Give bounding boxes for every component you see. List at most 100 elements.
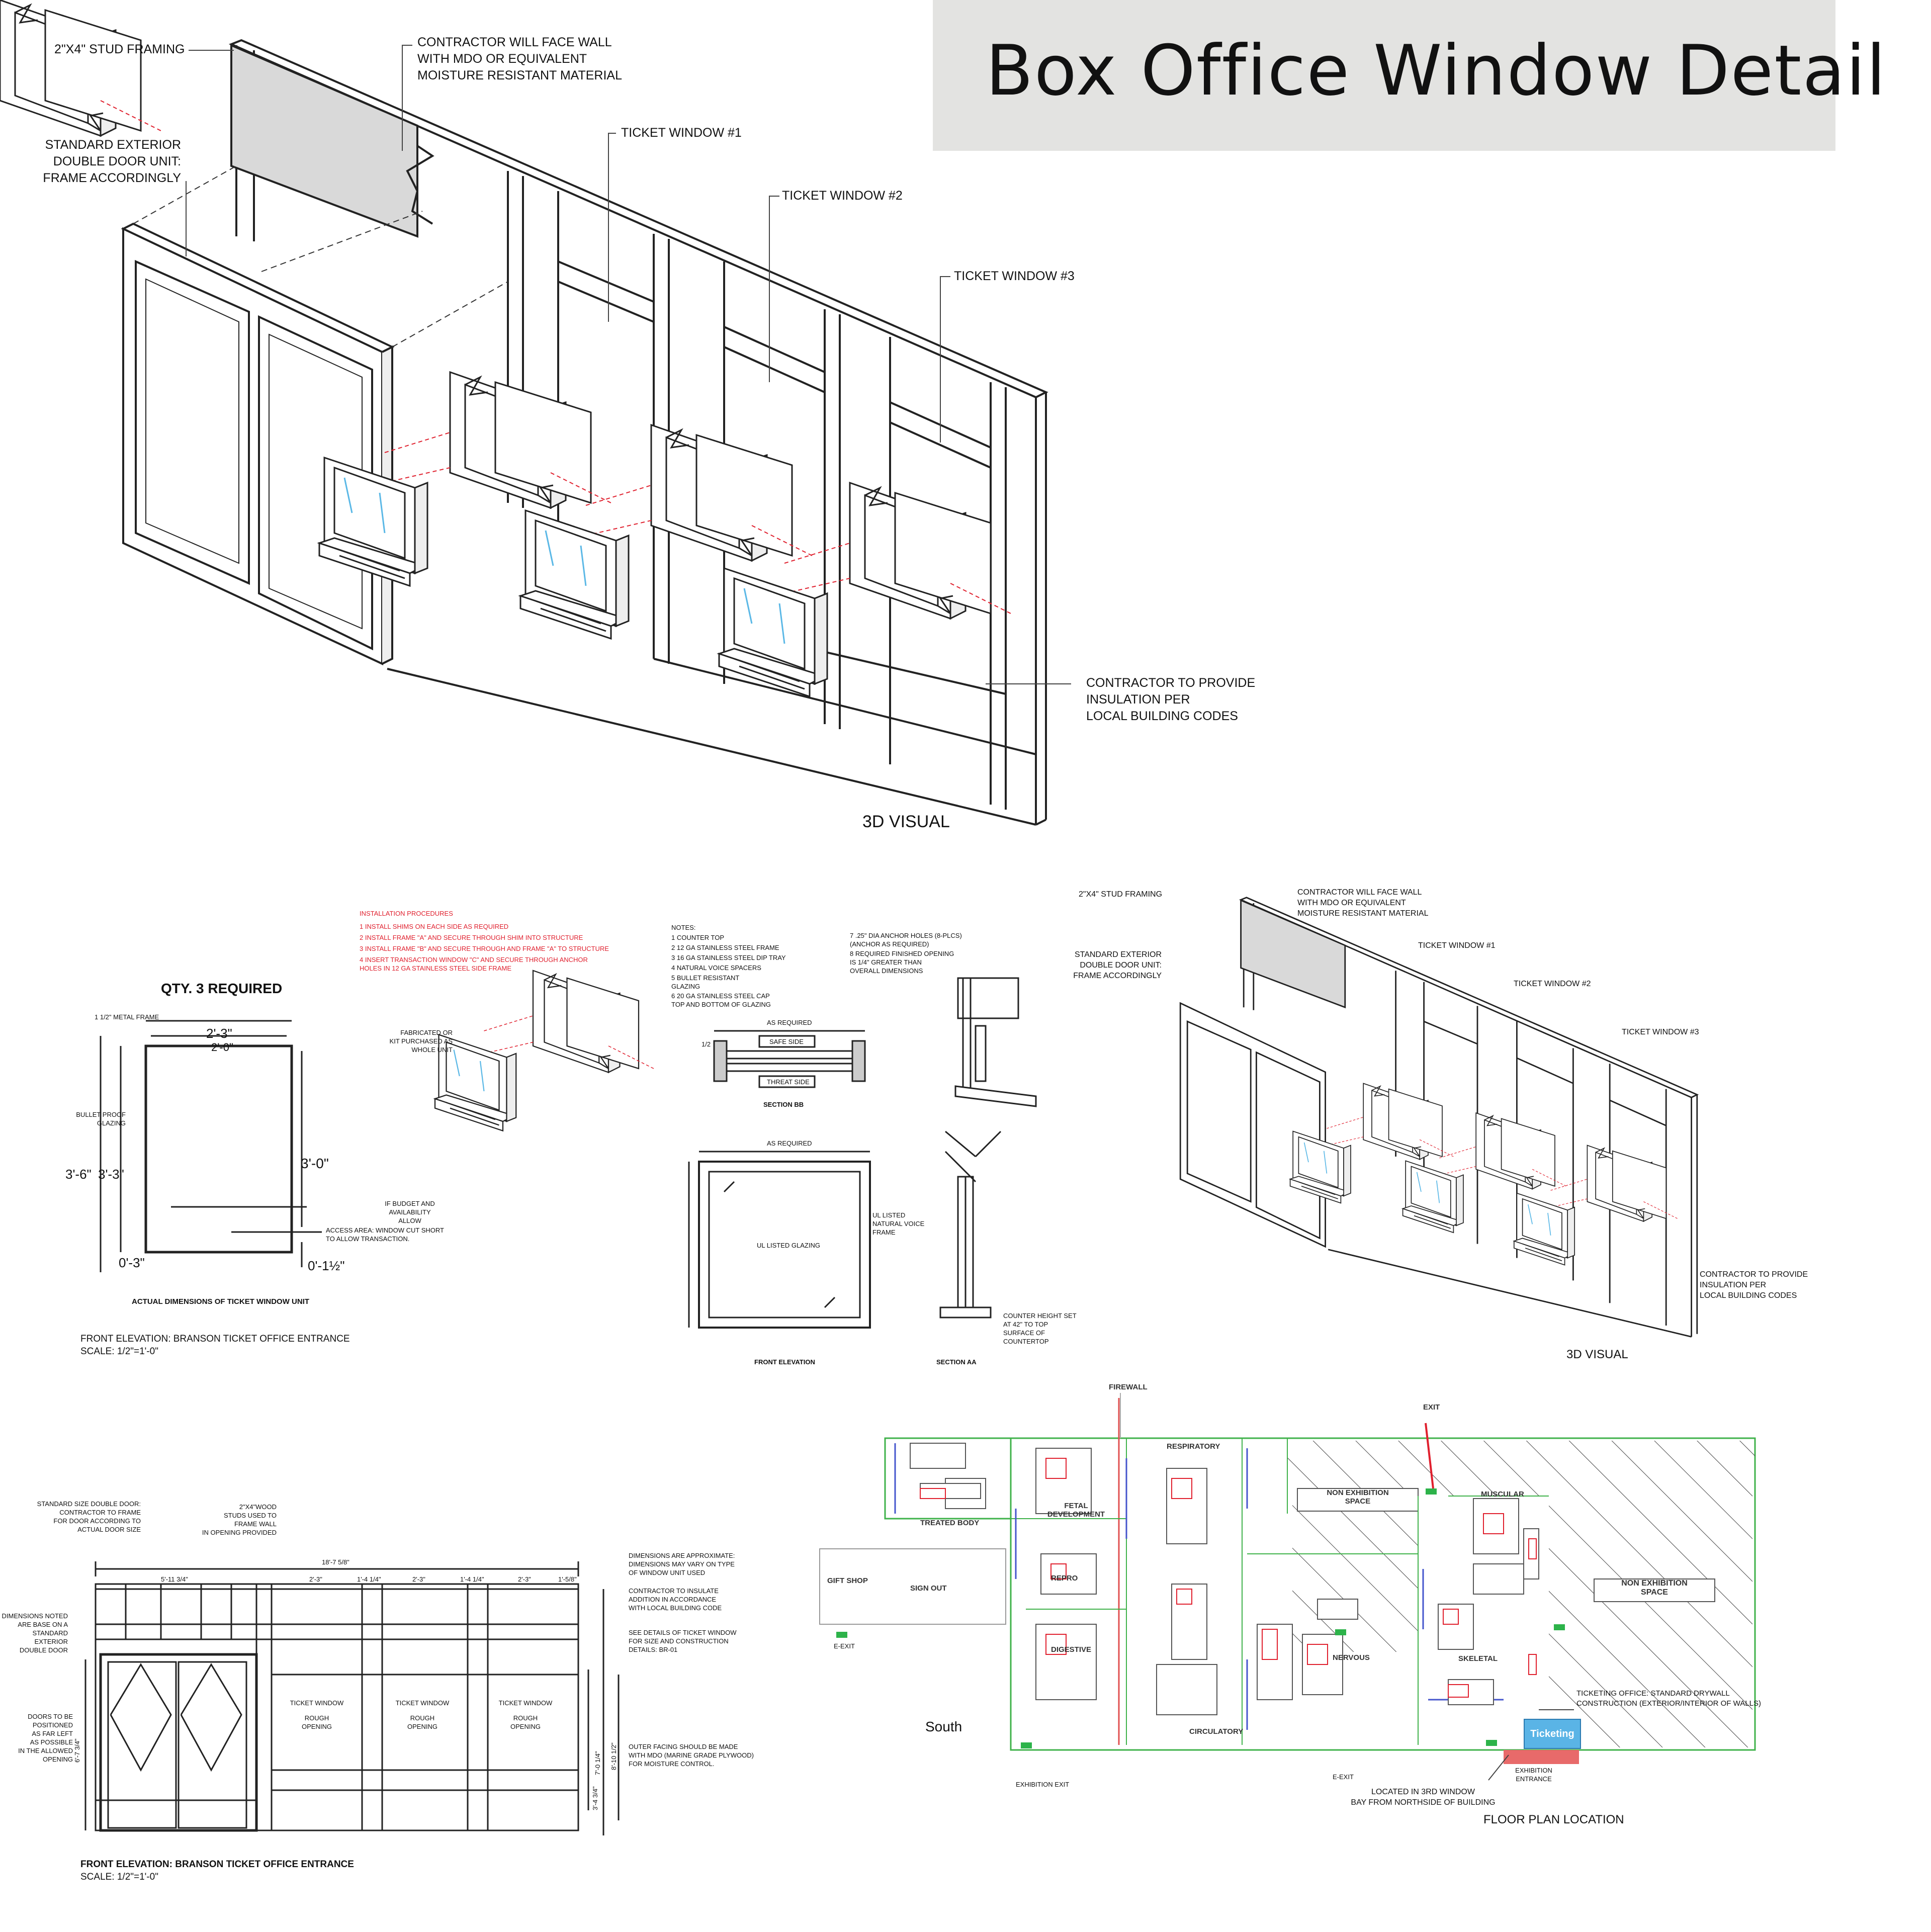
sign-out-label: SIGN OUT xyxy=(910,1584,947,1593)
small-3d-visual xyxy=(1179,897,1699,1338)
door-height: 6'-7 3/4" xyxy=(73,1738,81,1763)
firewall-label: FIREWALL xyxy=(1109,1383,1148,1391)
approx-note: DIMENSIONS ARE APPROXIMATE: DIMENSIONS M… xyxy=(629,1552,735,1576)
height-3: 3'-4 3/4" xyxy=(591,1786,599,1810)
dims-noted: DIMENSIONS NOTED ARE BASE ON A STANDARD … xyxy=(2,1612,68,1654)
budget-label: IF BUDGET AND AVAILABILITY ALLOW xyxy=(385,1200,435,1224)
south-label: South xyxy=(925,1719,962,1734)
respiratory-label: RESPIRATORY xyxy=(1167,1442,1220,1451)
small-insulation-label: CONTRACTOR TO PROVIDE INSULATION PER LOC… xyxy=(1700,1270,1808,1300)
qty-required: QTY. 3 REQUIRED xyxy=(161,981,283,996)
window-assembly xyxy=(0,0,161,137)
fabricated-label: FABRICATED OR KIT PURCHASED AS WHOLE UNI… xyxy=(389,1029,453,1053)
fe-glazing: UL LISTED GLAZING xyxy=(757,1242,820,1249)
insulation-label: CONTRACTOR TO PROVIDE INSULATION PER LOC… xyxy=(1086,676,1256,723)
gift-shop-label: GIFT SHOP xyxy=(827,1576,868,1585)
doors-position: DOORS TO BE POSITIONED AS FAR LEFT AS PO… xyxy=(18,1713,73,1763)
e-exit-mid: E-EXIT xyxy=(1333,1773,1354,1781)
aa-caption: SECTION AA xyxy=(936,1358,977,1366)
note-6: 6 20 GA STAINLESS STEEL CAP TOP AND BOTT… xyxy=(671,992,771,1008)
unit-caption: ACTUAL DIMENSIONS OF TICKET WINDOW UNIT xyxy=(132,1297,310,1306)
install-step-2: 2 INSTALL FRAME "A" AND SECURE THROUGH S… xyxy=(360,934,583,941)
digestive-label: DIGESTIVE xyxy=(1051,1645,1092,1654)
stud-framing-label: 2"X4" STUD FRAMING xyxy=(54,42,185,56)
section-bb-drawing xyxy=(713,1030,866,1088)
floor-plan-drawing xyxy=(819,1393,1756,1781)
repro-label: REPRO xyxy=(1051,1574,1078,1583)
height-right: 3'-0" xyxy=(301,1156,329,1171)
bb-half: 1/2 xyxy=(701,1040,711,1048)
small-ticket-window-3-label: TICKET WINDOW #3 xyxy=(1622,1028,1699,1036)
window-1-rough: ROUGH OPENING xyxy=(302,1714,332,1730)
bb-as-required: AS REQUIRED xyxy=(767,1019,812,1026)
unit-front-elev: FRONT ELEVATION: BRANSON TICKET OFFICE E… xyxy=(80,1334,350,1344)
note-8: 8 REQUIRED FINISHED OPENING IS 1/4" GREA… xyxy=(850,950,954,975)
ticket-window-1-label: TICKET WINDOW #1 xyxy=(621,126,742,140)
small-stud-framing-label: 2"X4" STUD FRAMING xyxy=(1079,890,1163,899)
width-outer: 2'-3" xyxy=(206,1026,232,1041)
ticketing-office: Ticketing xyxy=(1524,1719,1581,1749)
e-exit-left: E-EXIT xyxy=(834,1642,855,1650)
unit-elevation-drawing xyxy=(100,1020,322,1272)
located-note: LOCATED IN 3RD WINDOW BAY FROM NORTHSIDE… xyxy=(1351,1788,1496,1807)
note-4: 4 NATURAL VOICE SPACERS xyxy=(671,964,761,972)
small-door-unit-label: STANDARD EXTERIOR DOUBLE DOOR UNIT: FRAM… xyxy=(1073,950,1162,980)
dim-6: 1'-5/8" xyxy=(558,1575,577,1583)
aa-counter: COUNTER HEIGHT SET AT 42" TO TOP SURFACE… xyxy=(1003,1312,1077,1345)
note-2: 2 12 GA STAINLESS STEEL FRAME xyxy=(671,944,779,951)
small-ticket-window-1-label: TICKET WINDOW #1 xyxy=(1418,941,1496,950)
glazing-label: BULLET PROOF GLAZING xyxy=(76,1111,126,1127)
note-3: 3 16 GA STAINLESS STEEL DIP TRAY xyxy=(671,954,786,961)
install-step-1: 1 INSTALL SHIMS ON EACH SIDE AS REQUIRED xyxy=(360,923,509,930)
window-3-label: TICKET WINDOW xyxy=(498,1699,553,1707)
fetal-label: FETAL DEVELOPMENT xyxy=(1047,1502,1105,1519)
window-2-label: TICKET WINDOW xyxy=(395,1699,450,1707)
unit-scale: SCALE: 1/2"=1'-0" xyxy=(80,1346,158,1357)
ticketing-note: TICKETING OFFICE: STANDARD DRYWALL CONST… xyxy=(1576,1689,1761,1708)
see-details-note: SEE DETAILS OF TICKET WINDOW FOR SIZE AN… xyxy=(629,1629,737,1653)
door-width-dim: 5'-11 3/4" xyxy=(161,1575,188,1583)
height-2: 7'-0 1/4" xyxy=(594,1751,601,1775)
non-exhibit-2-label: NON EXHIBITION SPACE xyxy=(1621,1579,1688,1597)
height-1: 8'-10 1/2" xyxy=(610,1742,618,1770)
ticket-window-3-label: TICKET WINDOW #3 xyxy=(954,269,1075,283)
big-3d-wall xyxy=(228,39,1048,826)
front-elevation-drawing xyxy=(84,1561,620,1835)
ticket-window-2-label: TICKET WINDOW #2 xyxy=(782,189,903,203)
access-area-label: ACCESS AREA: WINDOW CUT SHORT TO ALLOW T… xyxy=(326,1226,444,1243)
front-elev-caption: FRONT ELEVATION: BRANSON TICKET OFFICE E… xyxy=(80,1859,354,1870)
bb-caption: SECTION BB xyxy=(763,1101,804,1108)
fe-voice: UL LISTED NATURAL VOICE FRAME xyxy=(872,1211,925,1236)
page-title: Box Office Window Detail xyxy=(986,30,1887,111)
exhibition-exit-label: EXHIBITION EXIT xyxy=(1016,1781,1070,1788)
dim-5: 2'-3" xyxy=(518,1575,531,1583)
install-step-3: 3 INSTALL FRAME "B" AND SECURE THROUGH A… xyxy=(360,945,609,952)
big-3d-door xyxy=(121,222,395,666)
small-face-wall-label: CONTRACTOR WILL FACE WALL WITH MDO OR EQ… xyxy=(1297,888,1429,918)
bottom-right-dim: 0'-1½" xyxy=(308,1258,345,1273)
title-banner xyxy=(933,0,1835,151)
entrance-label: EXHIBITION ENTRANCE xyxy=(1515,1767,1552,1783)
install-step-4: 4 INSERT TRANSACTION WINDOW "C" AND SECU… xyxy=(360,956,588,972)
floor-plan-caption: FLOOR PLAN LOCATION xyxy=(1483,1813,1624,1826)
height-inner: 3'-3" xyxy=(98,1167,124,1182)
nervous-label: NERVOUS xyxy=(1333,1653,1370,1662)
install-heading: INSTALLATION PROCEDURES xyxy=(360,910,453,917)
small-3d-caption: 3D VISUAL xyxy=(1566,1348,1628,1361)
front-elev-scale: SCALE: 1/2"=1'-0" xyxy=(80,1872,158,1882)
dim-3: 2'-3" xyxy=(412,1575,425,1583)
bb-safe-side: SAFE SIDE xyxy=(769,1038,804,1045)
note-7: 7 .25" DIA ANCHOR HOLES (8-PLCS) (ANCHOR… xyxy=(850,932,962,948)
dim-4: 1'-4 1/4" xyxy=(460,1575,484,1583)
bb-threat-side: THREAT SIDE xyxy=(767,1078,810,1086)
outer-facing-note: OUTER FACING SHOULD BE MADE WITH MDO (MA… xyxy=(629,1743,754,1768)
big-3d-caption: 3D VISUAL xyxy=(862,812,950,831)
skeletal-label: SKELETAL xyxy=(1458,1654,1498,1663)
circulatory-label: CIRCULATORY xyxy=(1189,1727,1244,1736)
bottom-left-dim: 0'-3" xyxy=(119,1255,145,1270)
fe-as-required: AS REQUIRED xyxy=(767,1139,812,1147)
exit-label: EXIT xyxy=(1423,1403,1440,1412)
front-elevation-detail-drawing xyxy=(688,1151,871,1329)
window-1-label: TICKET WINDOW xyxy=(290,1699,344,1707)
